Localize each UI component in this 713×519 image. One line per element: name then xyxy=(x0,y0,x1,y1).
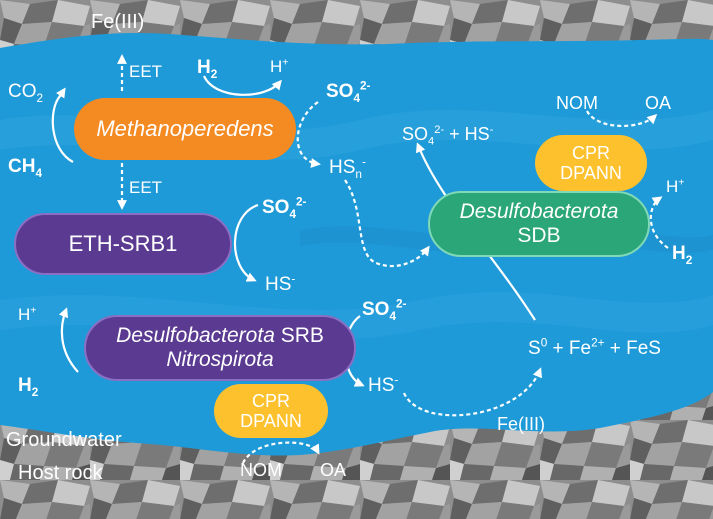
methano-so4-label: SO42- xyxy=(326,79,371,105)
srb-hplus-label: H+ xyxy=(18,304,37,324)
srb-h2-label: H2 xyxy=(18,375,39,399)
oa-right-label: OA xyxy=(645,93,672,113)
eet-down-label: EET xyxy=(129,178,163,197)
sdb-line1: Desulfobacterota xyxy=(459,200,619,224)
cpr-bottom-line1: CPR xyxy=(251,390,290,411)
sdb-hplus-label: H+ xyxy=(666,176,685,196)
cpr-right-line2: DPANN xyxy=(560,163,622,183)
cpr-dpann-right-pill: CPR DPANN xyxy=(535,135,647,191)
srb-line2: Nitrospirota xyxy=(166,348,274,371)
sdb-h2-label: H2 xyxy=(672,243,693,267)
cpr-right-line1: CPR xyxy=(571,142,610,163)
fe3-bottom-label: Fe(III) xyxy=(497,414,545,434)
nom-bottom-label: NOM xyxy=(240,460,282,480)
srb-nitrospirota-pill: Desulfobacterota SRB Nitrospirota xyxy=(84,315,356,381)
nom-right-label: NOM xyxy=(556,93,598,113)
methano-h2-label: H2 xyxy=(197,57,218,81)
oa-bottom-label: OA xyxy=(320,460,347,480)
eth-so4-label: SO42- xyxy=(262,195,307,221)
so4-hs-label: SO42- + HS- xyxy=(402,124,494,148)
eth-hs-label: HS- xyxy=(265,272,296,295)
srb-hs-label: HS- xyxy=(368,373,399,396)
cpr-dpann-bottom-pill: CPR DPANN xyxy=(214,384,328,438)
s0-fe-fes-label: S0 + Fe2+ + FeS xyxy=(528,336,661,359)
fe3-top-label: Fe(III) xyxy=(91,11,145,33)
ch4-label: CH4 xyxy=(8,156,42,180)
eet-up-label: EET xyxy=(129,62,163,81)
methano-hplus-label: H+ xyxy=(270,56,289,76)
srb-so4-label: SO42- xyxy=(362,297,407,323)
srb-line1: Desulfobacterota SRB xyxy=(116,324,324,348)
eth-srb1-pill: ETH-SRB1 xyxy=(14,213,232,275)
methano-hsn-label: HSn- xyxy=(329,155,366,181)
sdb-line2: SDB xyxy=(517,224,561,247)
host-rock-label: Host rock xyxy=(18,462,103,484)
cpr-bottom-line2: DPANN xyxy=(240,411,302,431)
desulfobacterota-sdb-pill: Desulfobacterota SDB xyxy=(428,191,650,257)
methanoperedens-pill: Methanoperedens xyxy=(74,98,296,160)
co2-label: CO2 xyxy=(8,81,44,105)
groundwater-label: Groundwater xyxy=(6,429,122,451)
